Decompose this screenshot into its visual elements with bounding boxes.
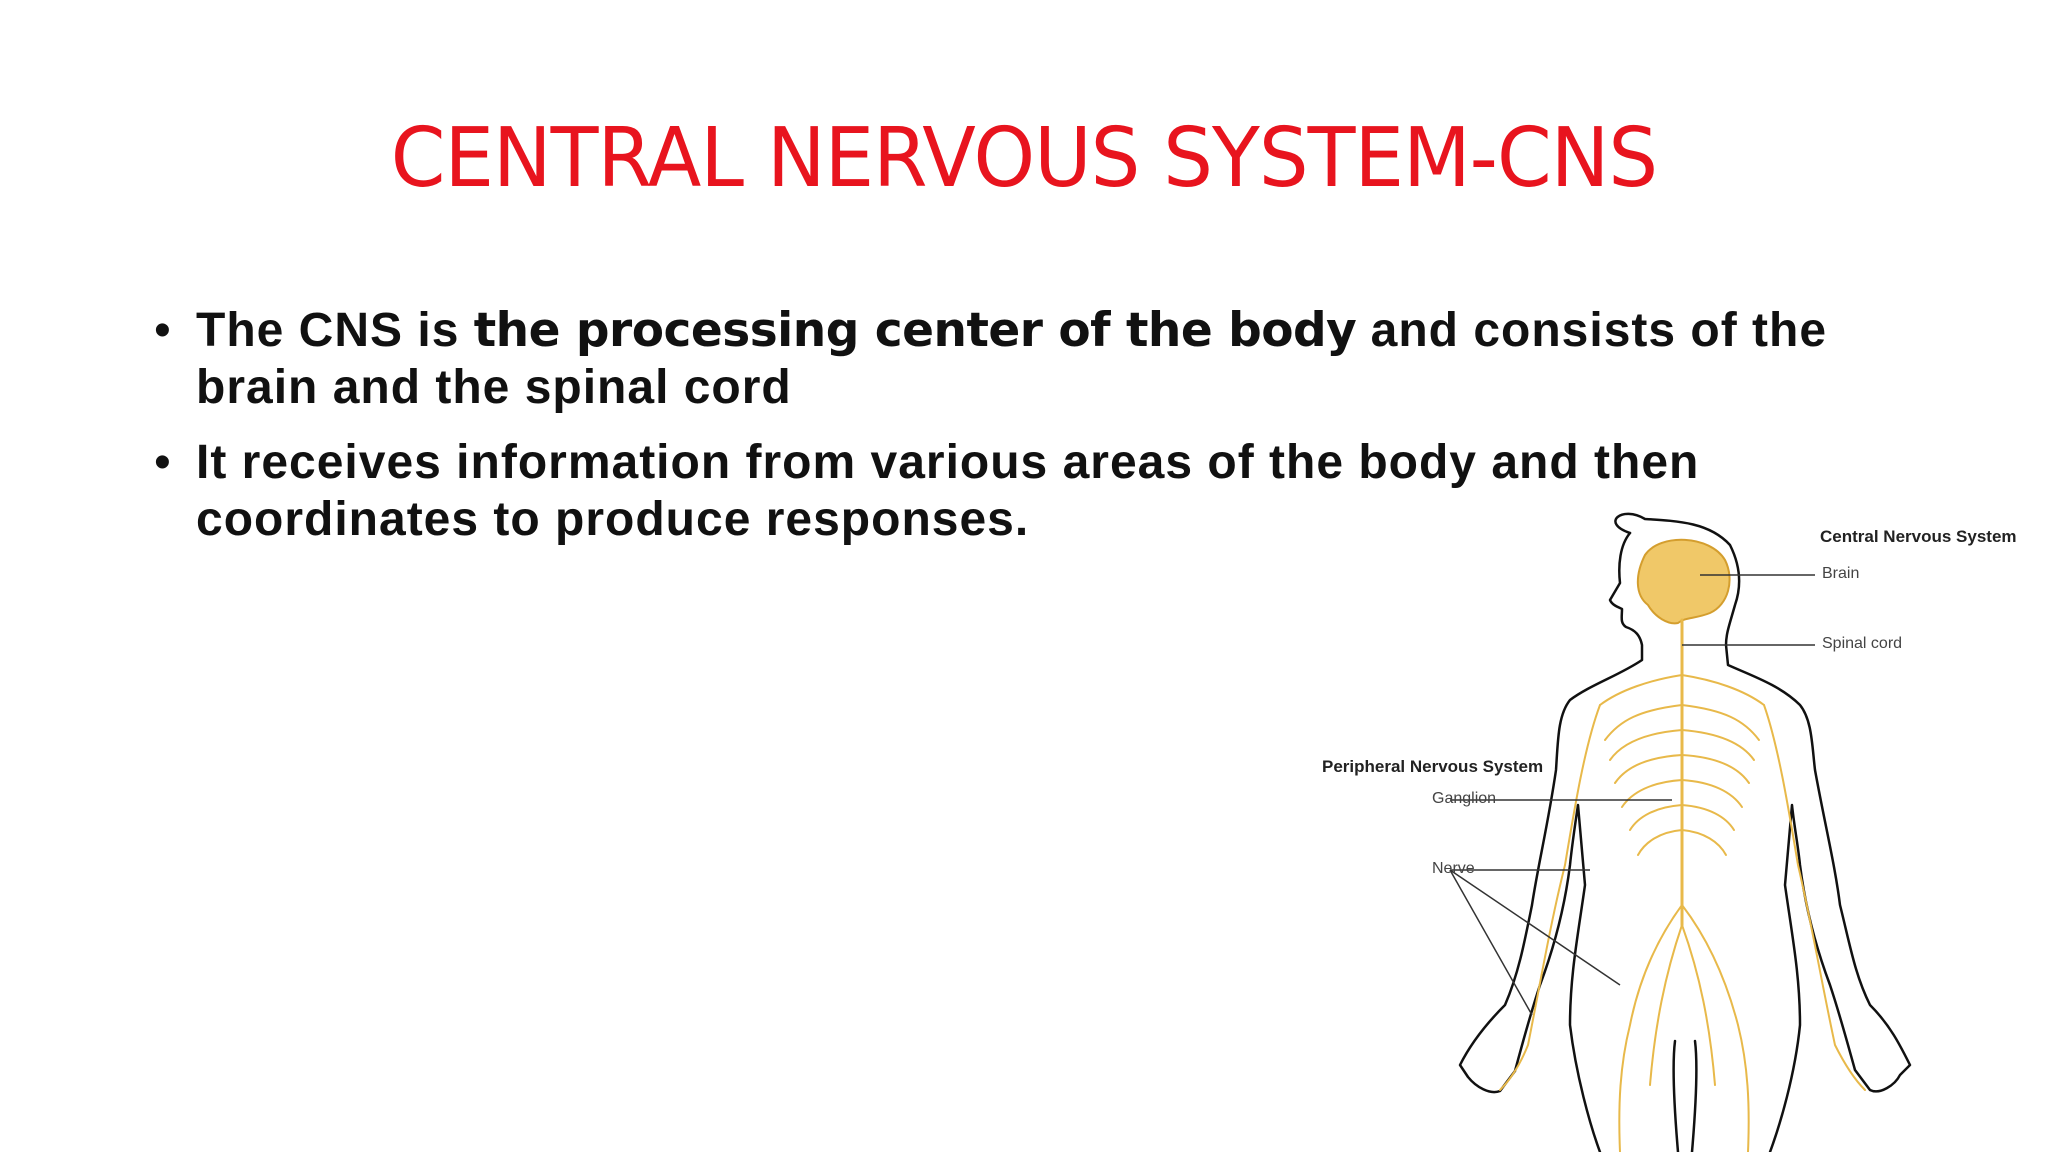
cns-heading-label: Central Nervous System: [1820, 527, 2017, 546]
slide-title: CENTRAL NERVOUS SYSTEM-CNS: [390, 111, 1658, 206]
nerve-branches: [1499, 674, 1866, 1152]
ganglion-label: Ganglion: [1432, 790, 1497, 807]
spinal-cord-label: Spinal cord: [1822, 635, 1903, 652]
nerve-label: Nerve: [1432, 860, 1475, 877]
bullet-list: • The CNS is the processing center of th…: [154, 302, 1874, 566]
bullet-marker: •: [154, 436, 172, 489]
brain-label: Brain: [1822, 565, 1860, 582]
body-illustration: [1449, 512, 1912, 1152]
body-outline: [1458, 512, 1912, 1152]
bullet-1-suffix: and consists of the brain and the spinal…: [196, 304, 1828, 414]
nervous-system-diagram: Central Nervous System Brain Spinal cord…: [1300, 505, 2040, 1152]
bullet-2-text: It receives information from various are…: [196, 436, 1700, 546]
bullet-1-prefix: The CNS is: [196, 304, 474, 357]
callout-lines: [1449, 574, 1815, 1016]
brain-shape: [1636, 538, 1731, 625]
pns-heading-label: Peripheral Nervous System: [1322, 757, 1544, 776]
bullet-marker: •: [154, 304, 172, 357]
bullet-1-emphasis: the processing center of the body: [473, 303, 1357, 358]
bullet-item-2: • It receives information from various a…: [154, 434, 1874, 548]
bullet-item-1: • The CNS is the processing center of th…: [154, 302, 1874, 416]
